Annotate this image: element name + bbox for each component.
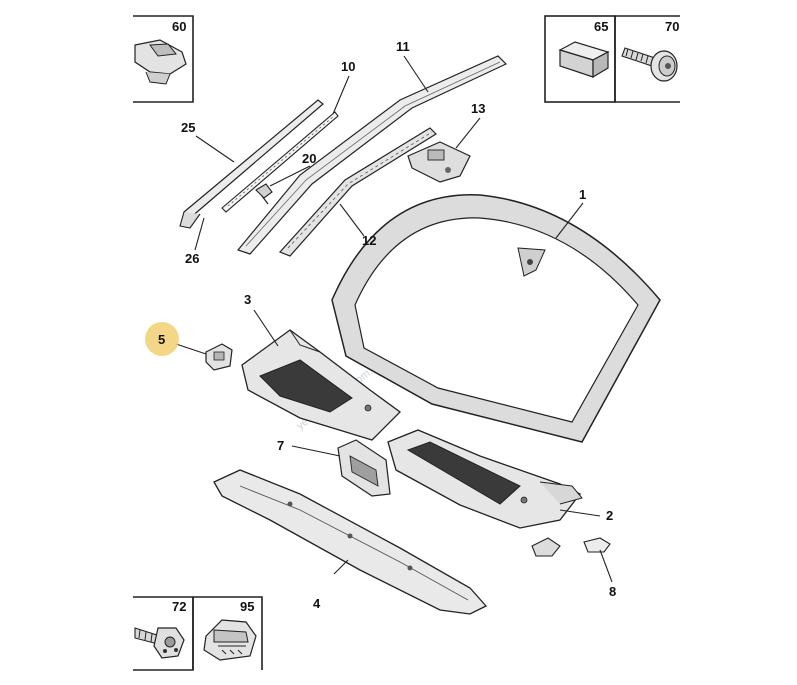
inset-box-60[interactable]: 60 <box>133 15 194 103</box>
inset-box-95[interactable]: 95 <box>192 596 263 670</box>
callout-5-highlight <box>145 322 179 356</box>
connector-clip-icon <box>203 619 257 661</box>
callout-4[interactable]: 4 <box>313 596 321 611</box>
part-11-pillar-trim[interactable] <box>236 55 508 255</box>
inset-box-65[interactable]: 65 <box>544 15 616 103</box>
inset-box-70[interactable]: 70 <box>614 15 680 103</box>
box-label-65: 65 <box>594 19 608 34</box>
callout-13[interactable]: 13 <box>471 101 485 116</box>
box-label-72: 72 <box>172 599 186 614</box>
callout-25[interactable]: 25 <box>181 120 195 135</box>
part-10-moulding-strip[interactable] <box>221 111 339 213</box>
callout-1[interactable]: 1 <box>579 187 586 202</box>
part-4-cross-member[interactable] <box>213 469 488 615</box>
box-label-60: 60 <box>172 19 186 34</box>
screw-icon <box>621 47 678 82</box>
part-12-pillar-lower-trim[interactable] <box>278 127 437 257</box>
clip-part-icon <box>134 39 187 85</box>
callout-10[interactable]: 10 <box>341 59 355 74</box>
part-25-side-trim[interactable] <box>179 99 324 229</box>
leader-lines <box>175 55 613 583</box>
box-label-95: 95 <box>240 599 254 614</box>
part-3-left-cowl-panel[interactable] <box>241 329 401 441</box>
callout-26[interactable]: 26 <box>185 251 199 266</box>
part-20-clip[interactable] <box>255 183 273 205</box>
part-2-right-cowl-panel[interactable] <box>387 429 583 529</box>
callout-8[interactable]: 8 <box>609 584 616 599</box>
part-8-cap[interactable] <box>531 537 611 557</box>
part-7-centre-bracket[interactable] <box>337 439 391 497</box>
stud-bolt-icon <box>134 627 185 659</box>
callout-3[interactable]: 3 <box>244 292 251 307</box>
callout-11[interactable]: 11 <box>396 39 410 54</box>
foam-pad-icon <box>558 41 610 79</box>
part-1-windscreen[interactable] <box>331 194 661 443</box>
callout-2[interactable]: 2 <box>606 508 613 523</box>
part-5-clip[interactable] <box>205 343 233 371</box>
callout-20[interactable]: 20 <box>302 151 316 166</box>
inset-box-72[interactable]: 72 <box>133 596 194 671</box>
part-13-bracket[interactable] <box>407 141 471 183</box>
callout-12[interactable]: 12 <box>362 233 376 248</box>
callout-7[interactable]: 7 <box>277 438 284 453</box>
box-label-70: 70 <box>665 19 679 34</box>
callout-5[interactable]: 5 <box>158 332 165 347</box>
